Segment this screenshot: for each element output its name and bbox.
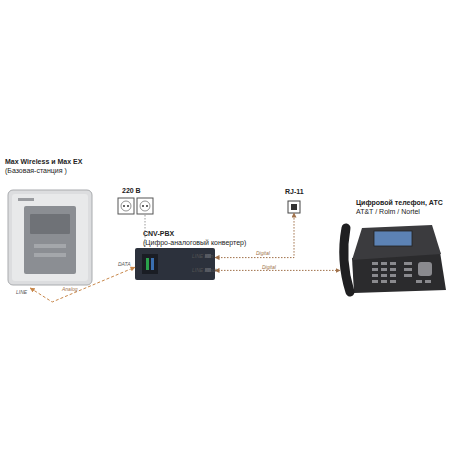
power-outlet-icon	[118, 198, 153, 214]
digital-connector	[215, 270, 340, 271]
device-subtitle: (Цифро-аналоговый конвертер)	[143, 239, 246, 247]
port-label: DATA	[118, 262, 131, 267]
digital-connector	[215, 213, 294, 258]
device-title: Max Wireless и Max EX	[5, 158, 82, 166]
analog-connector	[30, 267, 135, 302]
device-subtitle: AT&T / Rolm / Nortel	[356, 208, 420, 216]
signal-label: Digital	[256, 251, 270, 256]
rj11-jack-icon	[288, 201, 300, 213]
port-label: LINE	[16, 290, 27, 295]
device-node: Max Wireless и Max EX(Базовая-станция )	[5, 188, 95, 288]
signal-label: Analog	[62, 287, 78, 292]
device-title: 220 В	[122, 187, 141, 195]
desk-phone-illustration	[344, 225, 446, 293]
device-node: Цифровой телефон, АТСAT&T / Rolm / Norte…	[340, 222, 446, 294]
device-node: 220 В	[117, 198, 154, 215]
device-title: RJ-11	[285, 188, 304, 196]
port-label: LINE D out	[192, 268, 216, 273]
device-title: Цифровой телефон, АТС	[356, 199, 443, 207]
device-node: RJ-11	[288, 201, 300, 213]
device-subtitle: (Базовая-станция )	[5, 167, 67, 175]
device-node: CNV-PBX(Цифро-аналоговый конвертер)	[135, 248, 215, 280]
converter-illustration	[135, 248, 215, 280]
base-station-illustration	[8, 190, 92, 285]
port-label: LINE D in	[192, 254, 213, 259]
device-title: CNV-PBX	[143, 230, 174, 238]
signal-label: Digital	[262, 265, 276, 270]
